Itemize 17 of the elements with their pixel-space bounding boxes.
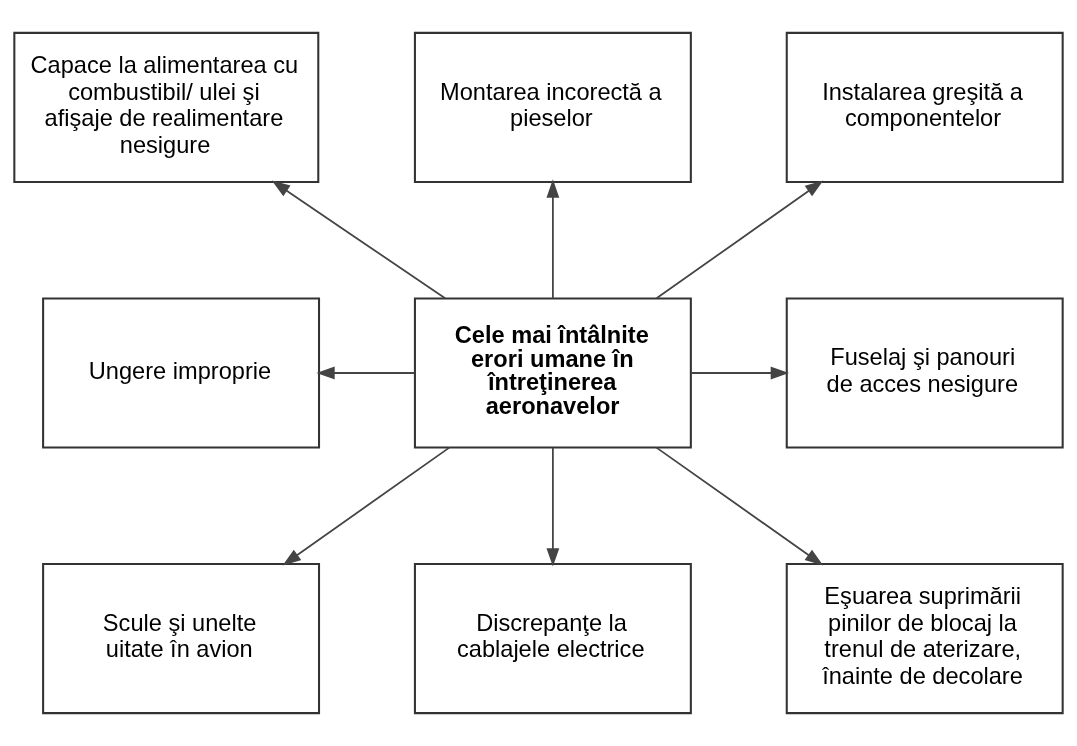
arrow [546,446,560,567]
arrow [282,446,451,566]
node-box: Discrepanţe la cablajele electrice [413,563,692,715]
arrow [655,180,824,300]
arrow [316,366,416,380]
arrow [271,180,446,300]
arrow [546,179,560,300]
node-box: Montarea incorectă a pieselor [413,31,692,183]
arrow [690,366,789,380]
node-box: Eşuarea suprimării pinilor de blocaj la trenul de aterizare, înainte de decolare [785,563,1064,715]
node-box: Ungere improprie [42,297,321,449]
node-box: Scule şi unelte uitate în avion [42,563,321,715]
node-box: Fuselaj şi panouri de acces nesigure [785,297,1064,449]
node-box: Capace la alimentarea cu combustibil/ ulei şi afişaje de realimentare nesigure [13,31,320,183]
arrow [655,446,824,566]
node-box: Cele mai întâlnite erori umane în întreţinerea aeronavelor [413,297,692,449]
node-box: Instalarea greşită a componentelor [785,31,1064,183]
